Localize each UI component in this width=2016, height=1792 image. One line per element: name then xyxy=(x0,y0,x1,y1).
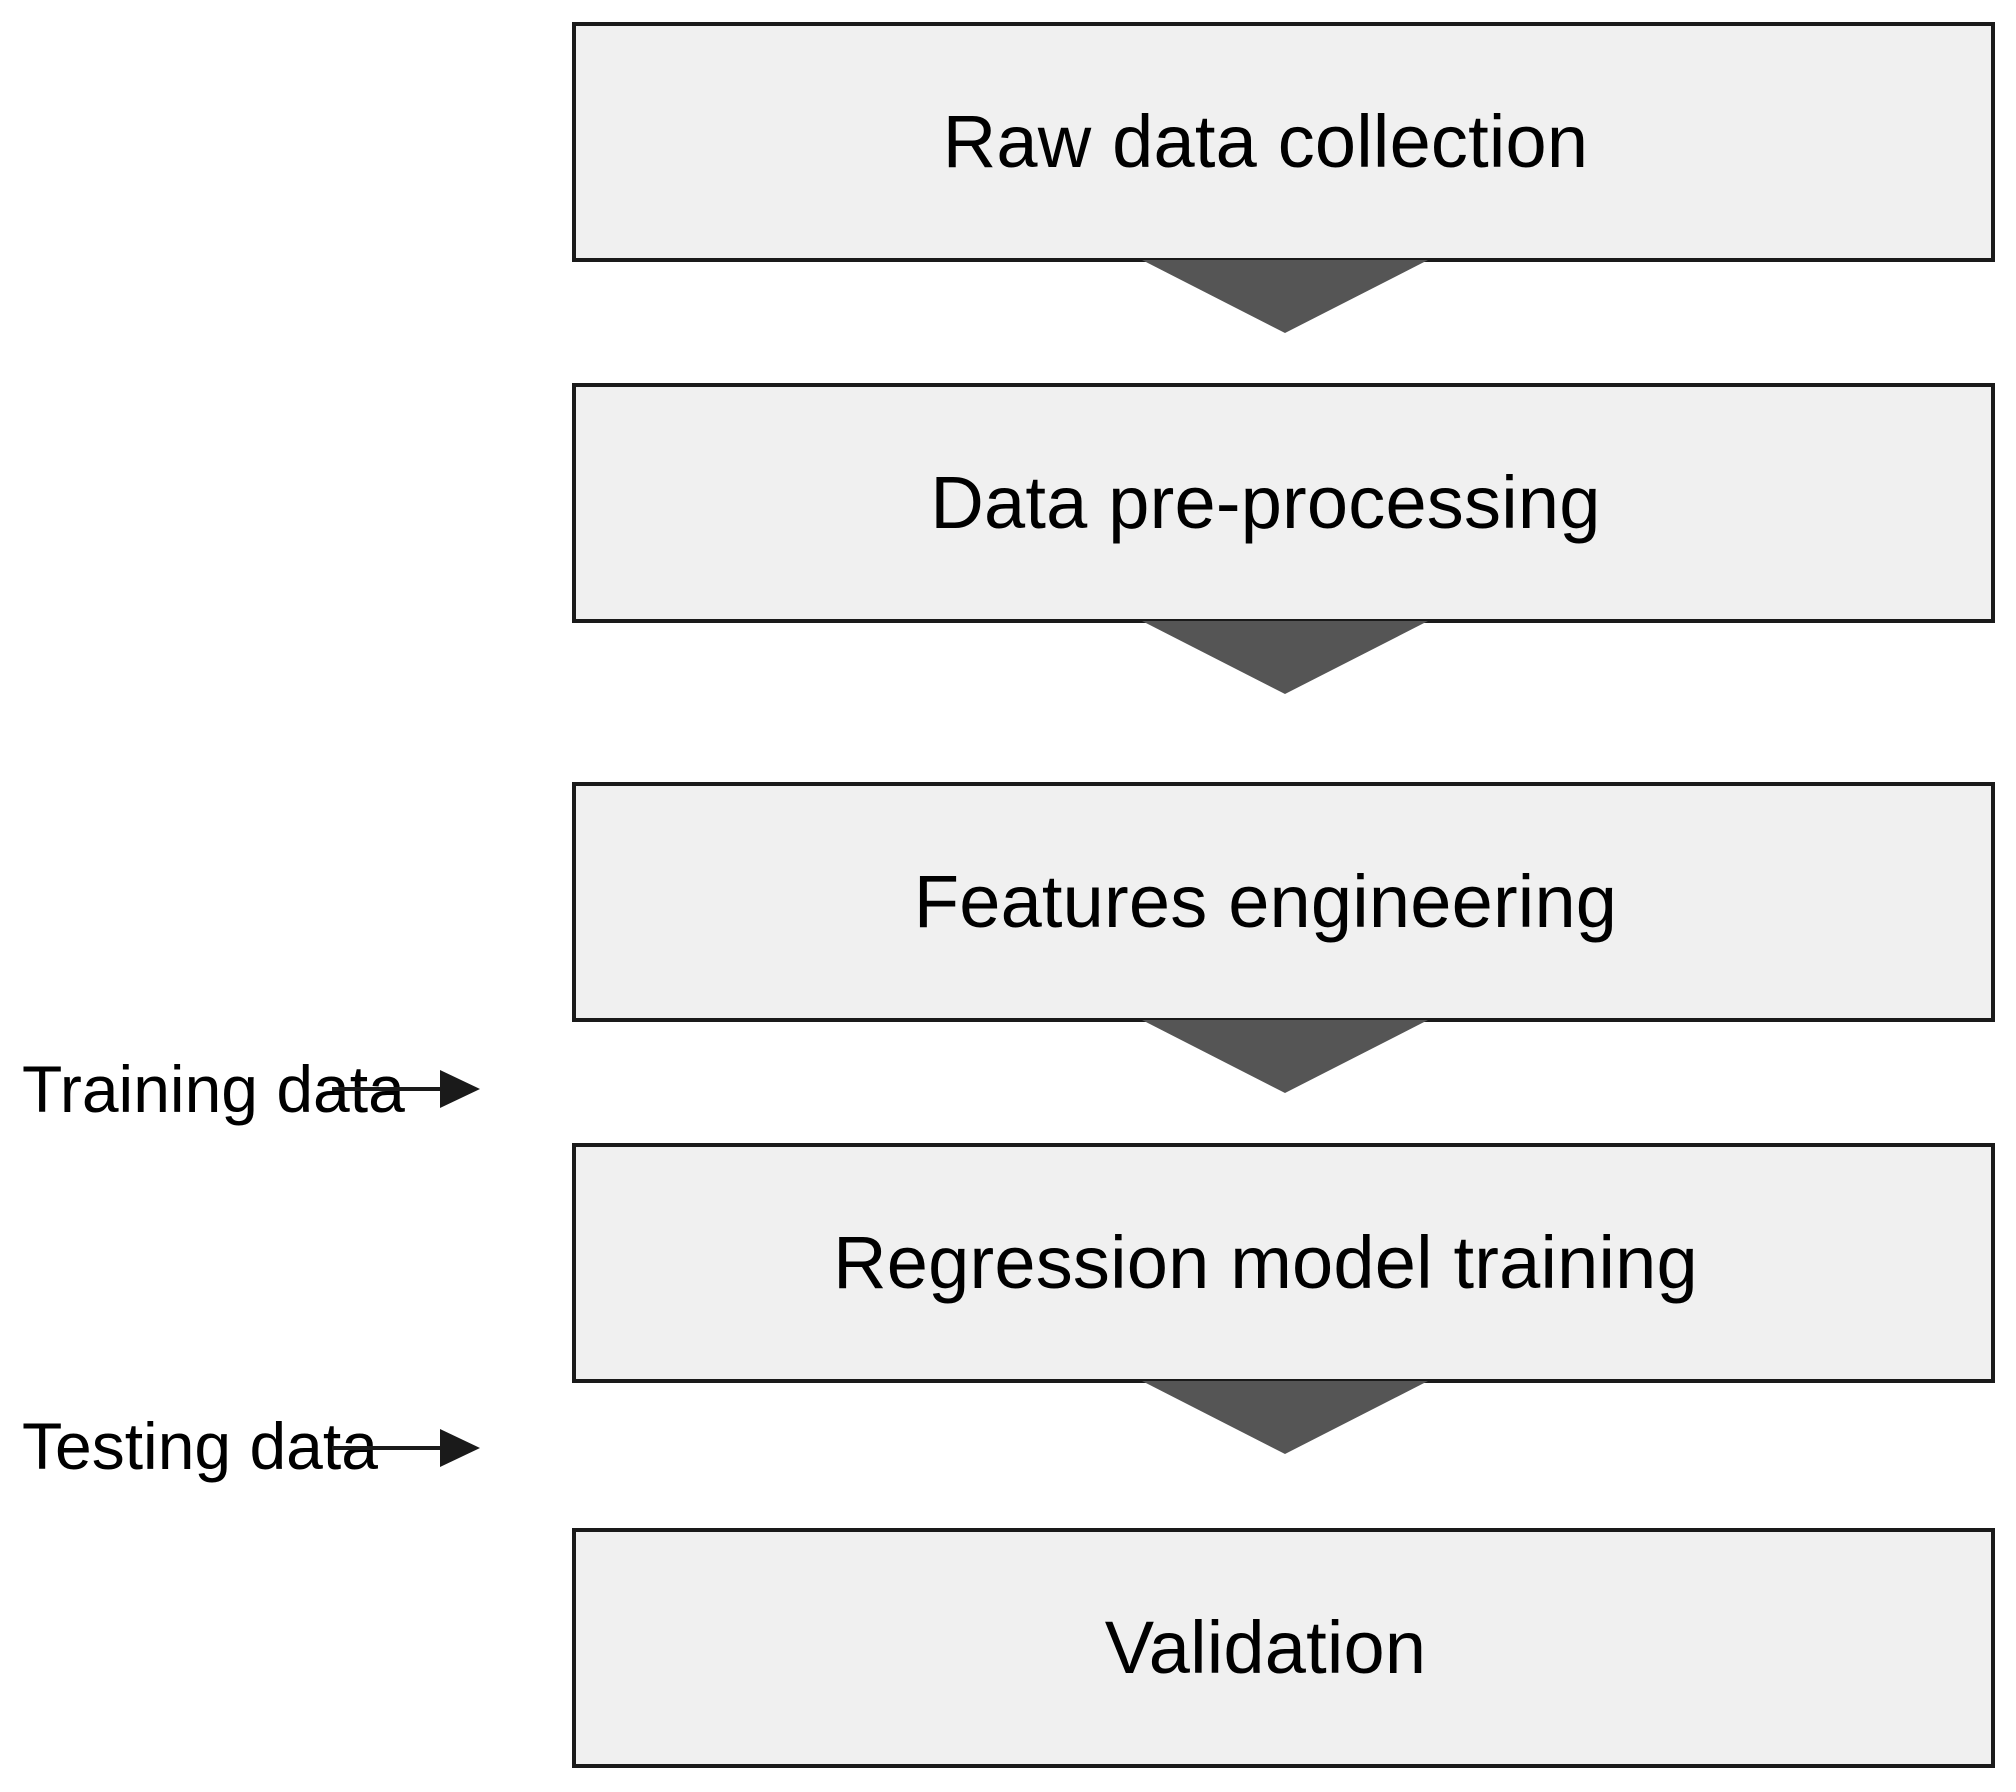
flow-arrow-data-pre-processing-to-features-engineering xyxy=(1142,621,1428,694)
node-features-engineering[interactable]: Features engineering xyxy=(572,782,1995,1022)
node-label-features-engineering: Features engineering xyxy=(913,860,1618,944)
side-arrow-head-training-data xyxy=(440,1070,480,1108)
node-data-pre-processing[interactable]: Data pre-processing xyxy=(572,383,1995,623)
node-raw-data-collection[interactable]: Raw data collection xyxy=(572,22,1995,262)
side-arrow-shaft-testing-data xyxy=(332,1446,444,1450)
side-arrow-head-testing-data xyxy=(440,1429,480,1467)
node-regression-model-training[interactable]: Regression model training xyxy=(572,1143,1995,1383)
node-label-raw-data-collection: Raw data collection xyxy=(942,100,1589,184)
node-label-validation: Validation xyxy=(1104,1606,1427,1690)
flow-arrow-raw-data-collection-to-data-pre-processing xyxy=(1142,260,1428,333)
node-label-regression-model-training: Regression model training xyxy=(833,1221,1698,1305)
side-arrow-shaft-training-data xyxy=(332,1087,444,1091)
node-label-data-pre-processing: Data pre-processing xyxy=(930,461,1601,545)
node-validation[interactable]: Validation xyxy=(572,1528,1995,1768)
flow-arrow-features-engineering-to-regression-model-training xyxy=(1142,1020,1428,1093)
side-label-testing-data: Testing data xyxy=(22,1409,378,1483)
flow-arrow-regression-model-training-to-validation xyxy=(1142,1381,1428,1454)
